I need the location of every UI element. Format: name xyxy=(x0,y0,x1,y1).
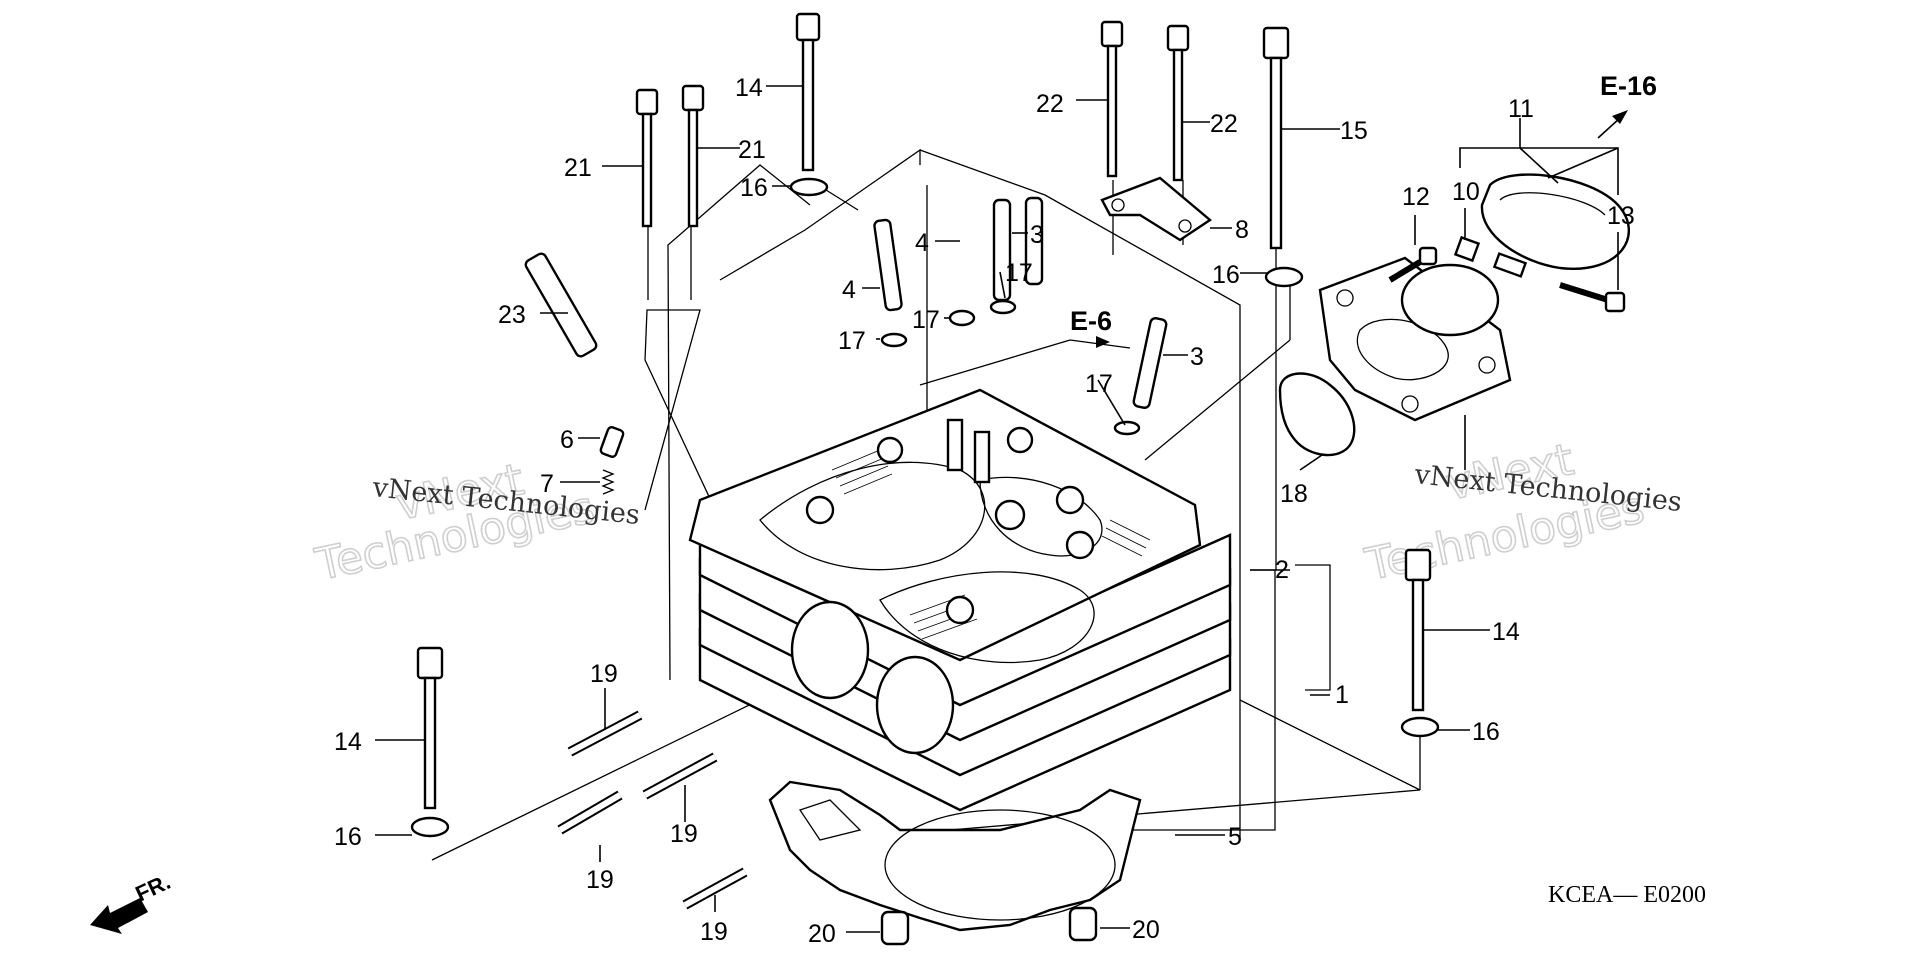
callout-4: 4 xyxy=(842,276,856,304)
callout-13: 13 xyxy=(1607,202,1635,230)
callout-19: 19 xyxy=(700,918,728,946)
callout-22: 22 xyxy=(1036,90,1064,118)
callout-6: 6 xyxy=(560,426,574,454)
callout-21: 21 xyxy=(564,154,592,182)
callout-16: 16 xyxy=(1212,261,1240,289)
bolt-21-right xyxy=(681,84,705,228)
head-gasket xyxy=(768,780,1142,932)
callout-15: 15 xyxy=(1340,117,1368,145)
bolt-22-right xyxy=(1166,24,1190,182)
callout-7: 7 xyxy=(540,470,554,498)
callout-17: 17 xyxy=(1085,370,1113,398)
callout-14: 14 xyxy=(735,74,763,102)
screw-13 xyxy=(1559,282,1626,313)
cylinder-head xyxy=(688,388,1232,812)
callout-3: 3 xyxy=(1190,343,1204,371)
callout-2: 2 xyxy=(1275,556,1289,584)
ref-e6-label[interactable]: E-6 xyxy=(1070,306,1112,336)
callout-16: 16 xyxy=(1472,718,1500,746)
callout-4: 4 xyxy=(915,229,929,257)
callout-19: 19 xyxy=(586,866,614,894)
callout-18: 18 xyxy=(1280,480,1308,508)
callout-17: 17 xyxy=(838,327,866,355)
callout-14: 14 xyxy=(1492,618,1520,646)
callout-23: 23 xyxy=(498,301,526,329)
callout-14: 14 xyxy=(334,728,362,756)
callout-3: 3 xyxy=(1030,221,1044,249)
callout-11: 11 xyxy=(1508,95,1534,123)
callout-17: 17 xyxy=(1005,259,1033,287)
pin-and-spring xyxy=(599,426,625,495)
ref-e16-label[interactable]: E-16 xyxy=(1600,71,1657,101)
bracket-8 xyxy=(1100,176,1212,242)
callout-8: 8 xyxy=(1235,216,1249,244)
callout-20: 20 xyxy=(808,920,836,948)
callout-20: 20 xyxy=(1132,916,1160,944)
watermark-left: vNext Technologies vNext Technologies xyxy=(310,453,641,591)
callout-19: 19 xyxy=(590,660,618,688)
o-ring-18 xyxy=(1278,372,1356,457)
ref-e16: E-16 xyxy=(1597,71,1657,139)
screw-12 xyxy=(1388,246,1438,283)
callout-12: 12 xyxy=(1402,183,1430,211)
nut-10 xyxy=(1453,235,1481,263)
bolt-22-left xyxy=(1100,20,1124,178)
callout-labels: 14 21 21 16 22 22 15 11 12 10 13 8 4 3 4… xyxy=(334,74,1635,948)
callout-17: 17 xyxy=(912,306,940,334)
callout-21: 21 xyxy=(738,136,766,164)
callout-5: 5 xyxy=(1228,823,1242,851)
hose-band-11 xyxy=(1480,173,1630,278)
callout-16: 16 xyxy=(740,174,768,202)
bolt-15 xyxy=(1262,26,1290,250)
dowels-20 xyxy=(880,906,1098,946)
intake-insulator xyxy=(1318,256,1512,422)
spark-plug-23 xyxy=(524,252,598,358)
leader-lines xyxy=(375,85,1619,933)
callout-16: 16 xyxy=(334,823,362,851)
valve-guides xyxy=(873,196,1168,436)
callout-1: 1 xyxy=(1335,681,1349,709)
bolts xyxy=(416,12,1432,810)
ref-e6: E-6 xyxy=(1070,306,1112,348)
bolt-21-left xyxy=(635,88,659,228)
bolt-14-right xyxy=(1404,548,1432,712)
front-arrow-icon xyxy=(90,898,148,934)
callout-19: 19 xyxy=(670,820,698,848)
callout-22: 22 xyxy=(1210,110,1238,138)
bolt-14-left xyxy=(416,646,444,810)
bolt-14-top xyxy=(795,12,821,172)
washers-16 xyxy=(410,177,1440,838)
front-arrow: FR. xyxy=(90,869,174,934)
diagram-code: KCEA— E0200 xyxy=(1548,882,1706,908)
studs-19 xyxy=(557,710,748,910)
callout-10: 10 xyxy=(1452,178,1480,206)
